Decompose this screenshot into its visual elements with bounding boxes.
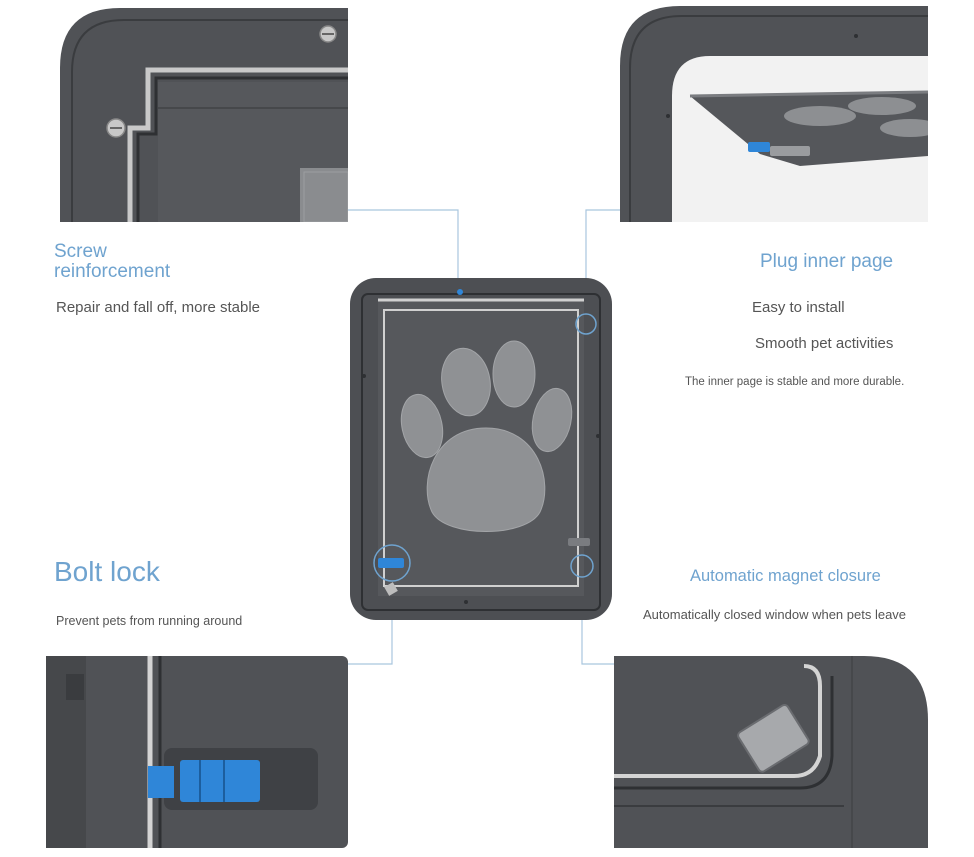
bolt-lock-closeup-image bbox=[46, 656, 348, 848]
screw-reinforcement-title: Screw reinforcement bbox=[54, 242, 170, 282]
magnet-closure-desc: Automatically closed window when pets le… bbox=[643, 607, 907, 622]
plug-desc-line1: Easy to install bbox=[752, 299, 845, 316]
screw-reinforcement-desc: Repair and fall off, more stable bbox=[56, 299, 261, 316]
screw-title-line2: reinforcement bbox=[54, 261, 171, 282]
magnet-closeup-image bbox=[614, 656, 928, 848]
plug-inner-page-title: Plug inner page bbox=[760, 251, 894, 272]
screw-icon bbox=[106, 25, 337, 138]
pet-door-product-image bbox=[348, 276, 614, 622]
bolt-lock-desc: Prevent pets from running around bbox=[56, 614, 243, 628]
bolt-lock-title: Bolt lock bbox=[54, 556, 160, 587]
screw-title-line1: Screw bbox=[54, 241, 107, 262]
screw-closeup-image bbox=[60, 8, 348, 222]
paw-print-icon bbox=[400, 340, 573, 532]
plug-desc-line2: Smooth pet activities bbox=[755, 335, 894, 352]
magnet-closure-title: Automatic magnet closure bbox=[690, 567, 881, 585]
plug-closeup-image bbox=[620, 6, 928, 222]
plug-desc-line3: The inner page is stable and more durabl… bbox=[685, 376, 905, 388]
connector-screw bbox=[346, 209, 459, 290]
